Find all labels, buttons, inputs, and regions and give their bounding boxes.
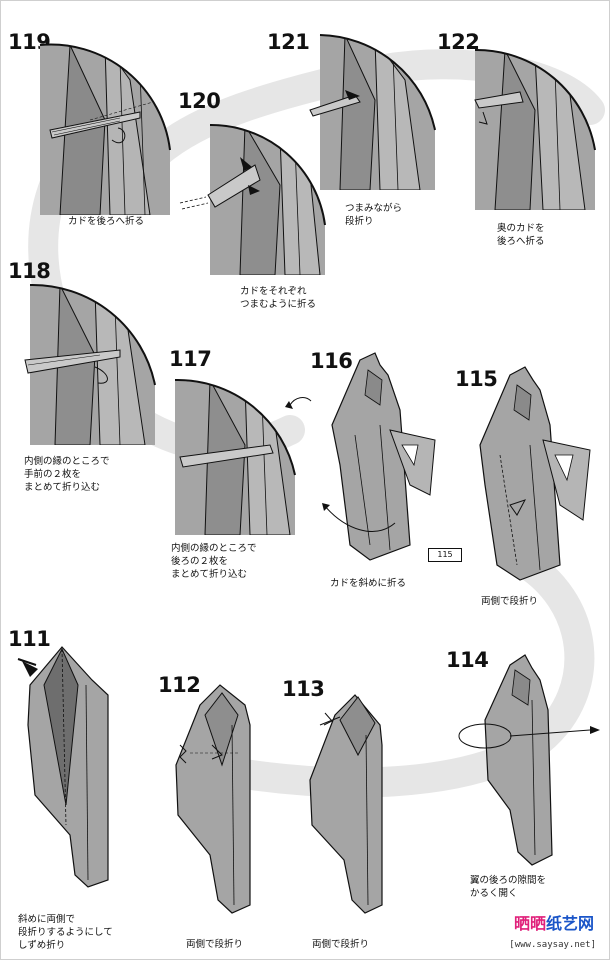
page-frame xyxy=(0,0,610,960)
instruction-page: 119 カドを後ろへ折る 120 xyxy=(0,0,610,960)
